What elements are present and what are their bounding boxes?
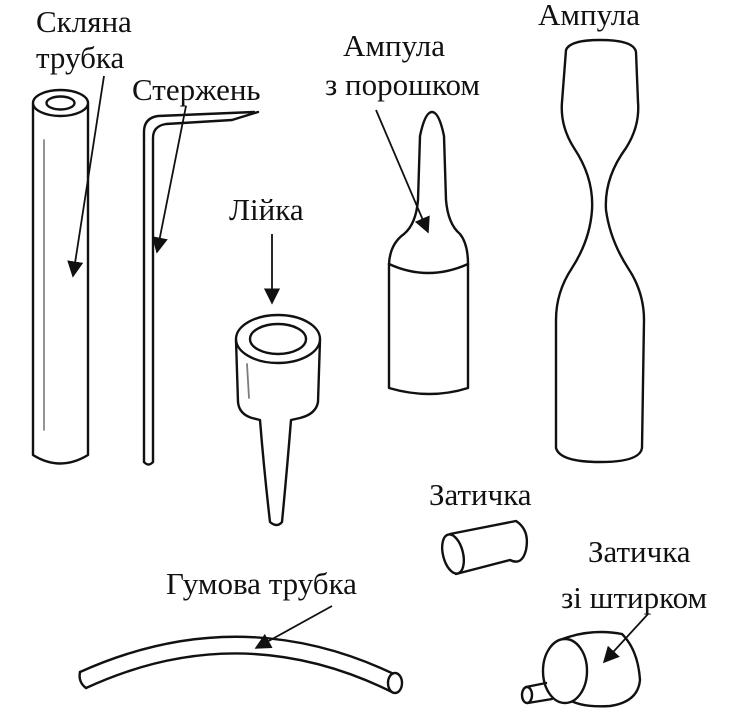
glass-tube-arrow	[67, 75, 105, 278]
rubber-tube-arrow	[254, 605, 333, 649]
rubber-tube-drawing	[78, 635, 404, 695]
plug-drawing	[440, 519, 529, 576]
glass-tube-label-line1: Скляна	[36, 4, 132, 39]
rod-drawing	[142, 110, 260, 466]
plug-with-pin-arrow	[602, 613, 649, 664]
plug-label: Затичка	[429, 477, 532, 512]
rubber-tube-label: Гумова трубка	[166, 566, 357, 601]
ampoule-with-powder-arrow	[375, 109, 430, 234]
ampoule-with-powder-label-line1: Ампула	[343, 28, 445, 63]
ampoule-with-powder-drawing	[387, 110, 470, 396]
ampoule-label: Ампула	[538, 0, 640, 32]
ampoule-drawing	[554, 38, 646, 464]
ampoule-with-powder-label-line2: з порошком	[325, 67, 480, 102]
plug-with-pin-drawing	[520, 630, 642, 708]
glass-tube-label-line2: трубка	[36, 40, 124, 75]
rod-arrow	[151, 105, 187, 254]
funnel-drawing	[234, 313, 322, 527]
glass-tube-drawing	[31, 88, 90, 465]
rod-label: Стержень	[132, 72, 261, 107]
funnel-label: Лійка	[229, 192, 304, 227]
plug-with-pin-label-line2: зі штирком	[561, 580, 707, 615]
plug-with-pin-label-line1: Затичка	[588, 534, 691, 569]
